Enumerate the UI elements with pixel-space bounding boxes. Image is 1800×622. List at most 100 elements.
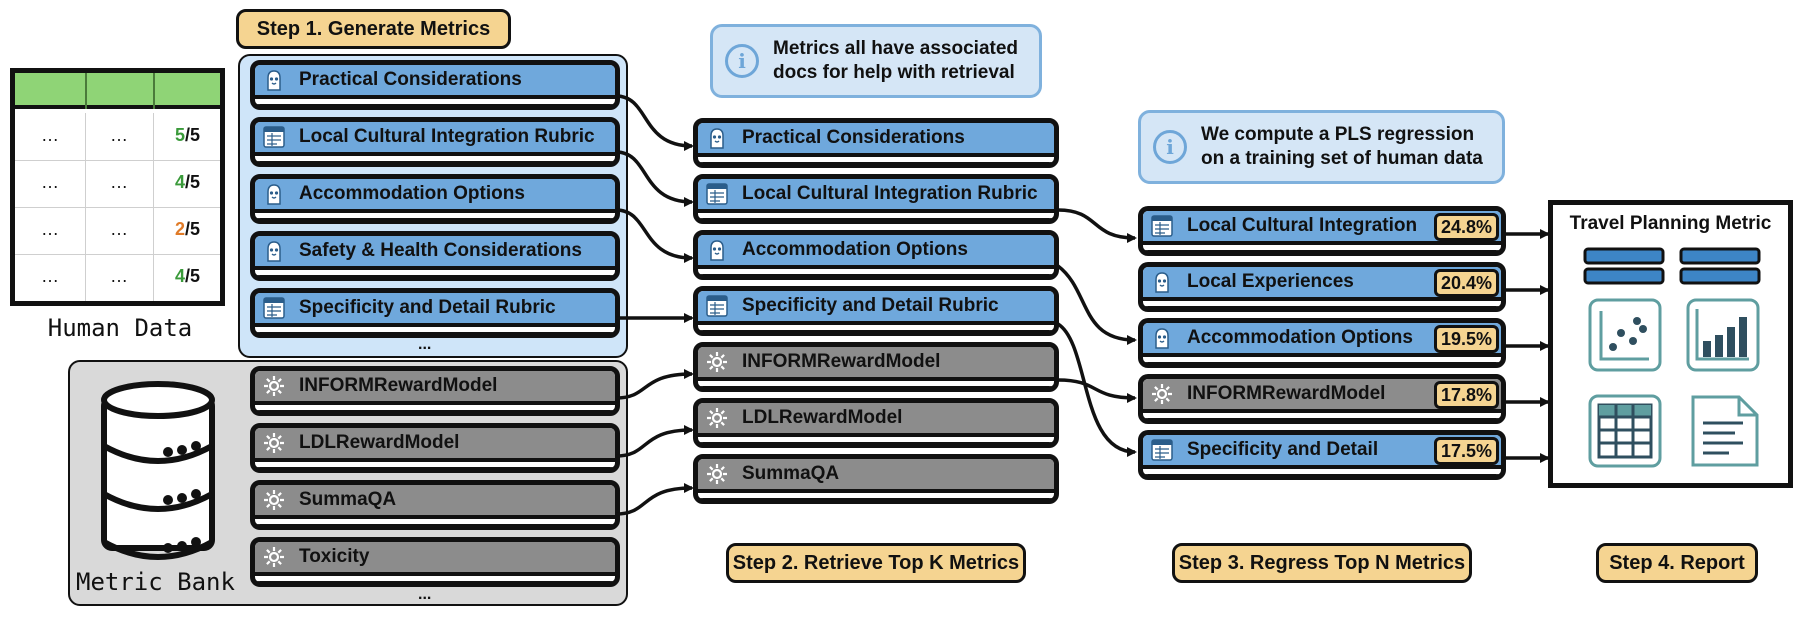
step4-label: Step 4. Report [1596,543,1758,583]
generated-metric-card: Practical Considerations [250,60,620,110]
score-value: 2 [174,219,185,239]
bank-metric-card: SummaQA [250,480,620,530]
generated-metric-label: Specificity and Detail Rubric [299,297,556,318]
llm-judge-icon [706,127,728,149]
gear-icon [263,432,285,454]
generated-metric-label: Practical Considerations [299,69,522,90]
arrow-r-inform [1057,378,1137,403]
table-icon [1588,394,1662,468]
bar-chart-icon [1686,298,1760,372]
bank-metric-label: SummaQA [299,489,397,510]
score-denominator: /5 [185,266,201,286]
score-denominator: /5 [185,219,201,239]
table-cell: … [110,172,128,192]
llm-judge-icon [1151,327,1173,349]
gear-icon [706,407,728,429]
retrieved-metric-card: Accommodation Options [693,230,1059,280]
generated-ellipsis: ... [418,336,432,353]
scatter-plot-icon [1588,298,1662,372]
regressed-metric-label: Accommodation Options [1187,327,1413,348]
retrieved-metric-label: Local Cultural Integration Rubric [742,183,1038,204]
gear-icon [1151,383,1173,405]
score-cell: 5/5 [155,125,220,146]
info-icon: i [725,44,759,78]
retrieved-metric-card: INFORMRewardModel [693,342,1059,392]
arrow-r-cultural [1057,208,1137,243]
rubric-icon [263,126,285,148]
llm-judge-icon [263,183,285,205]
bank-metric-card: INFORMRewardModel [250,366,620,416]
table-header [15,73,220,109]
regressed-metric-weight: 24.8% [1433,213,1499,241]
rubric-icon [706,295,728,317]
retrieved-metric-label: INFORMRewardModel [742,351,941,372]
generated-metric-label: Accommodation Options [299,183,525,204]
table-cell: … [41,125,59,145]
llm-judge-icon [263,69,285,91]
regressed-metric-weight: 20.4% [1433,269,1499,297]
regressed-metric-label: Local Experiences [1187,271,1354,292]
retrieved-metric-card: LDLRewardModel [693,398,1059,448]
generated-metric-label: Safety & Health Considerations [299,240,582,261]
arrow-accommodation [615,208,694,263]
report-title: Travel Planning Metric [1569,213,1772,234]
gear-icon [706,463,728,485]
rubric-icon [706,183,728,205]
retrieved-metric-label: Accommodation Options [742,239,968,260]
arrow-cultural [615,150,694,207]
document-icon [1691,395,1759,467]
bank-metric-card: Toxicity [250,537,620,587]
gear-icon [263,375,285,397]
bank-metric-label: Toxicity [299,546,370,567]
gear-icon [263,546,285,568]
table-cell: … [41,219,59,239]
generated-metric-card: Accommodation Options [250,174,620,224]
llm-judge-icon [1151,271,1173,293]
retrieved-metric-card: Practical Considerations [693,118,1059,168]
score-cell: 4/5 [155,266,220,287]
table-cell: … [41,266,59,286]
table-cell: … [110,219,128,239]
pls-note-text: We compute a PLS regression on a trainin… [1201,124,1483,169]
retrieved-metric-label: Practical Considerations [742,127,965,148]
table-cell: … [41,172,59,192]
retrieved-metric-label: LDLRewardModel [742,407,903,428]
regressed-metric-card: Accommodation Options 19.5% [1138,318,1506,368]
human-data-table: ……5/5……4/5……2/5……4/5 [10,68,225,306]
llm-judge-icon [263,240,285,262]
arrow-r-accommodation [1056,264,1137,345]
database-icon [101,381,215,560]
retrieved-metric-label: SummaQA [742,463,840,484]
arrow-inform [615,369,694,400]
step2-label: Step 2. Retrieve Top K Metrics [726,543,1026,583]
retrieved-metric-card: SummaQA [693,454,1059,504]
regressed-metric-weight: 19.5% [1433,325,1499,353]
info-icon: i [1153,130,1187,164]
gear-icon [263,489,285,511]
retrieval-note: i Metrics all have associated docs for h… [710,24,1042,98]
gear-icon [706,351,728,373]
rubric-icon [263,297,285,319]
arrow-ldl [615,425,694,458]
regressed-metric-card: Local Cultural Integration 24.8% [1138,206,1506,256]
bank-metric-card: LDLRewardModel [250,423,620,473]
arrow-summaqa [615,483,694,516]
regressed-metric-label: INFORMRewardModel [1187,383,1386,404]
regressed-metric-weight: 17.5% [1433,437,1499,465]
generated-metric-card: Local Cultural Integration Rubric [250,117,620,167]
retrieval-note-text: Metrics all have associated docs for hel… [773,38,1019,83]
score-cell: 4/5 [155,172,220,193]
regressed-metric-label: Local Cultural Integration [1187,215,1418,236]
retrieved-metric-card: Local Cultural Integration Rubric [693,174,1059,224]
pls-note: i We compute a PLS regression on a train… [1138,110,1505,184]
regressed-metric-weight: 17.8% [1433,381,1499,409]
retrieved-metric-label: Specificity and Detail Rubric [742,295,999,316]
score-cell: 2/5 [155,219,220,240]
retrieved-metric-card: Specificity and Detail Rubric [693,286,1059,336]
rubric-icon [1151,215,1173,237]
score-denominator: /5 [185,125,201,145]
generated-metric-card: Safety & Health Considerations [250,231,620,281]
generated-metric-card: Specificity and Detail Rubric [250,288,620,338]
